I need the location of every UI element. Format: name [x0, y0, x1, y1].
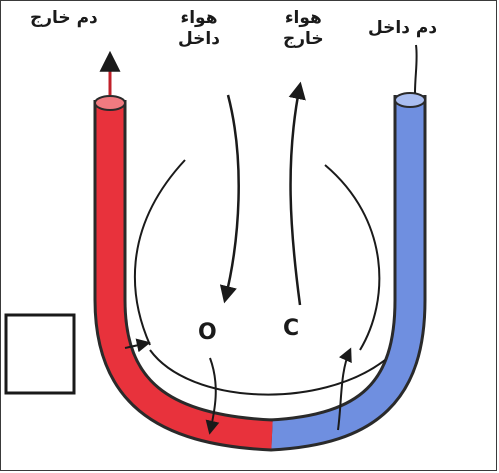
label-air-out: هواء خارج	[283, 8, 324, 51]
mark-c: C	[283, 316, 299, 341]
side-box	[6, 315, 74, 393]
exchange-arc	[150, 350, 385, 395]
air-flow-line	[135, 160, 185, 345]
arrow-up-icon	[291, 85, 300, 305]
arrow-down-icon	[225, 95, 239, 300]
label-blood-in: دم داخل	[368, 18, 437, 38]
label-air-in: هواء داخل	[178, 8, 220, 51]
label-air-in-line1: هواء	[181, 8, 218, 29]
label-air-out-line1: هواء	[285, 8, 322, 29]
blood-in-line	[415, 45, 417, 93]
mark-o: O	[198, 320, 217, 345]
label-air-out-line2: خارج	[283, 29, 324, 50]
label-blood-out: دم خارج	[30, 8, 98, 28]
air-flow-line	[325, 165, 379, 350]
label-air-in-line2: داخل	[178, 29, 220, 50]
red-tube	[95, 96, 272, 435]
